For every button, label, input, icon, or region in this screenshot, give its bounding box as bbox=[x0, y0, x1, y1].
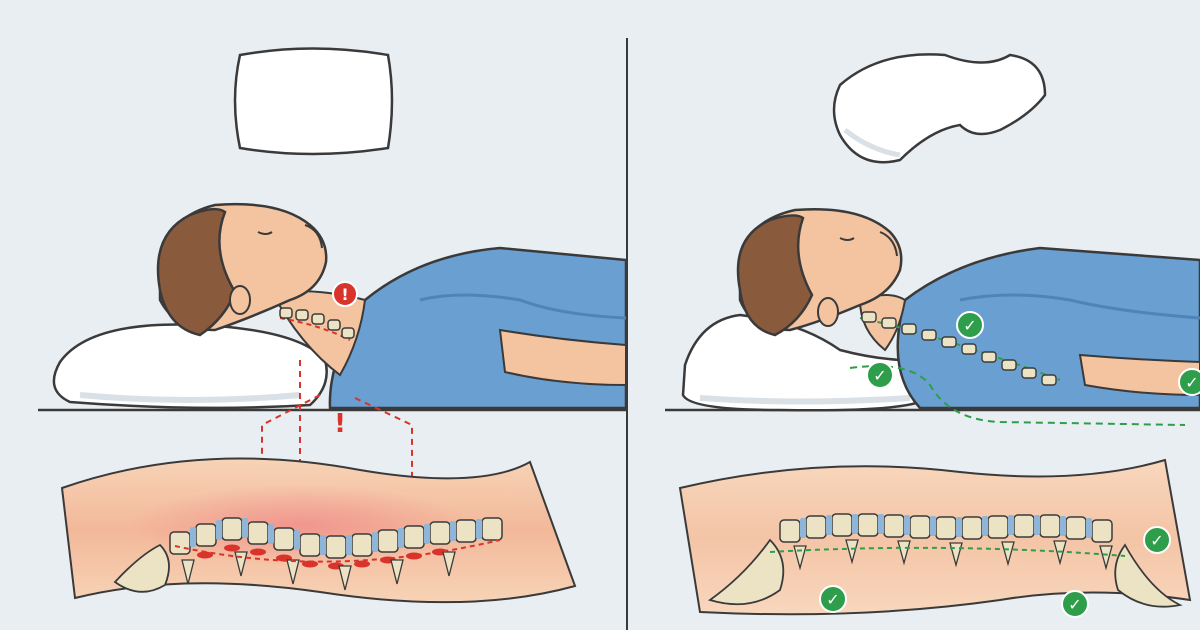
flat-pillow bbox=[52, 323, 328, 410]
person-head-right bbox=[736, 207, 903, 337]
cervical-spine-left bbox=[279, 307, 355, 341]
alignment-line-right bbox=[849, 365, 1186, 426]
check-badge-lumbar: ✓ bbox=[1061, 590, 1089, 618]
svg-text:✓: ✓ bbox=[1150, 531, 1163, 550]
person-head-left bbox=[156, 202, 328, 337]
svg-text:✓: ✓ bbox=[963, 316, 976, 335]
svg-text:✓: ✓ bbox=[1185, 373, 1198, 392]
check-badge-neck: ✓ bbox=[956, 311, 984, 339]
person-body-right bbox=[858, 246, 1200, 410]
spine-cross-section-right bbox=[678, 458, 1192, 616]
check-badge-sacrum: ✓ bbox=[819, 585, 847, 613]
svg-text:✓: ✓ bbox=[873, 366, 886, 385]
person-body-left bbox=[270, 246, 628, 410]
right-panel-good-posture: ✓ ✓ ✓ bbox=[665, 53, 1200, 618]
neck-warning-badge: ! bbox=[332, 281, 358, 307]
contour-pillow bbox=[681, 313, 927, 412]
left-panel-bad-posture: ! ! bbox=[38, 47, 628, 604]
pressure-warning-mark: ! bbox=[334, 409, 346, 439]
check-badge-arm: ✓ bbox=[1178, 368, 1200, 396]
standard-pillow-icon bbox=[233, 47, 394, 156]
spine-cross-section-left bbox=[60, 457, 577, 604]
check-badge-hip: ✓ bbox=[1143, 526, 1171, 554]
svg-text:✓: ✓ bbox=[1068, 595, 1081, 614]
aligned-spine-right bbox=[859, 311, 1061, 386]
check-badge-pillow: ✓ bbox=[866, 361, 894, 389]
contour-pillow-icon bbox=[832, 53, 1047, 164]
svg-text:!: ! bbox=[341, 285, 348, 304]
svg-text:✓: ✓ bbox=[826, 590, 839, 609]
